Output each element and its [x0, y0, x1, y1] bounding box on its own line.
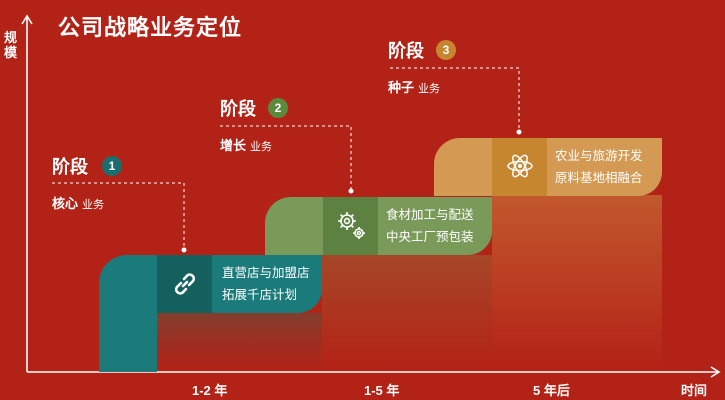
stage-2-connector-dot: [348, 188, 354, 194]
stage-3-bar: [434, 138, 492, 196]
x-tick-2: 1-5 年: [364, 383, 400, 398]
stage-3-connector-dot: [516, 129, 522, 135]
stage-1-shadow: [157, 313, 322, 370]
stage-3-desc-box: [547, 138, 662, 196]
stage-3-connector: [390, 67, 520, 130]
stage-1-heading: 阶段: [52, 157, 88, 177]
link-icon: [174, 273, 196, 295]
stage-3-heading: 阶段: [388, 41, 424, 61]
x-tick-3: 5 年后: [533, 383, 570, 398]
stage-2-bar: [265, 197, 323, 255]
y-axis-arrow: [21, 14, 33, 25]
x-tick-1: 1-2 年: [192, 383, 228, 398]
x-axis-label: 时间: [681, 383, 708, 398]
stage-2-shadow: [322, 255, 492, 370]
stage-3-desc-line-1: 农业与旅游开发: [555, 149, 643, 163]
page-title: 公司战略业务定位: [58, 15, 243, 40]
stage-2-description: 食材加工与配送 中央工厂预包装: [386, 204, 474, 248]
stage-1-desc-line-2: 拓展千店计划: [222, 288, 298, 302]
stage-1-desc-line-1: 直营店与加盟店: [222, 266, 310, 280]
stage-1-business: 核心业务: [52, 193, 104, 212]
stage-1-connector: [52, 182, 185, 248]
stage-2-business-suffix: 业务: [250, 141, 273, 153]
stage-3-shadow: [492, 195, 662, 370]
stage-1-bar: [99, 255, 157, 372]
stage-1-business-name: 核心: [52, 196, 79, 211]
stage-2-desc-line-1: 食材加工与配送: [386, 208, 474, 222]
stage-1-desc-box: [212, 255, 322, 313]
stage-1-connector-dot: [181, 247, 187, 253]
stage-3-business-suffix: 业务: [418, 83, 441, 95]
atom-icon: [507, 154, 533, 178]
stage-3-number: 3: [436, 40, 456, 60]
stage-3-description: 农业与旅游开发 原料基地相融合: [555, 145, 643, 189]
stage-2-business: 增长业务: [220, 135, 272, 154]
stage-3-business-name: 种子: [388, 80, 415, 95]
stage-3-business: 种子业务: [388, 77, 440, 96]
stage-2-heading: 阶段: [220, 99, 256, 119]
stage-2-connector: [220, 125, 352, 189]
stage-1-number: 1: [102, 156, 122, 176]
stage-2-business-name: 增长: [220, 138, 247, 153]
stage-1-business-suffix: 业务: [82, 199, 105, 211]
stage-2-number: 2: [268, 98, 288, 118]
y-axis-label: 规模: [4, 30, 18, 60]
gears-icon: [338, 212, 365, 239]
stage-2-desc-line-2: 中央工厂预包装: [386, 230, 474, 244]
stage-1-description: 直营店与加盟店 拓展千店计划: [222, 262, 310, 306]
stage-3-desc-line-2: 原料基地相融合: [555, 171, 643, 185]
stage-2-desc-box: [378, 197, 492, 255]
x-axis-arrow: [710, 366, 721, 378]
